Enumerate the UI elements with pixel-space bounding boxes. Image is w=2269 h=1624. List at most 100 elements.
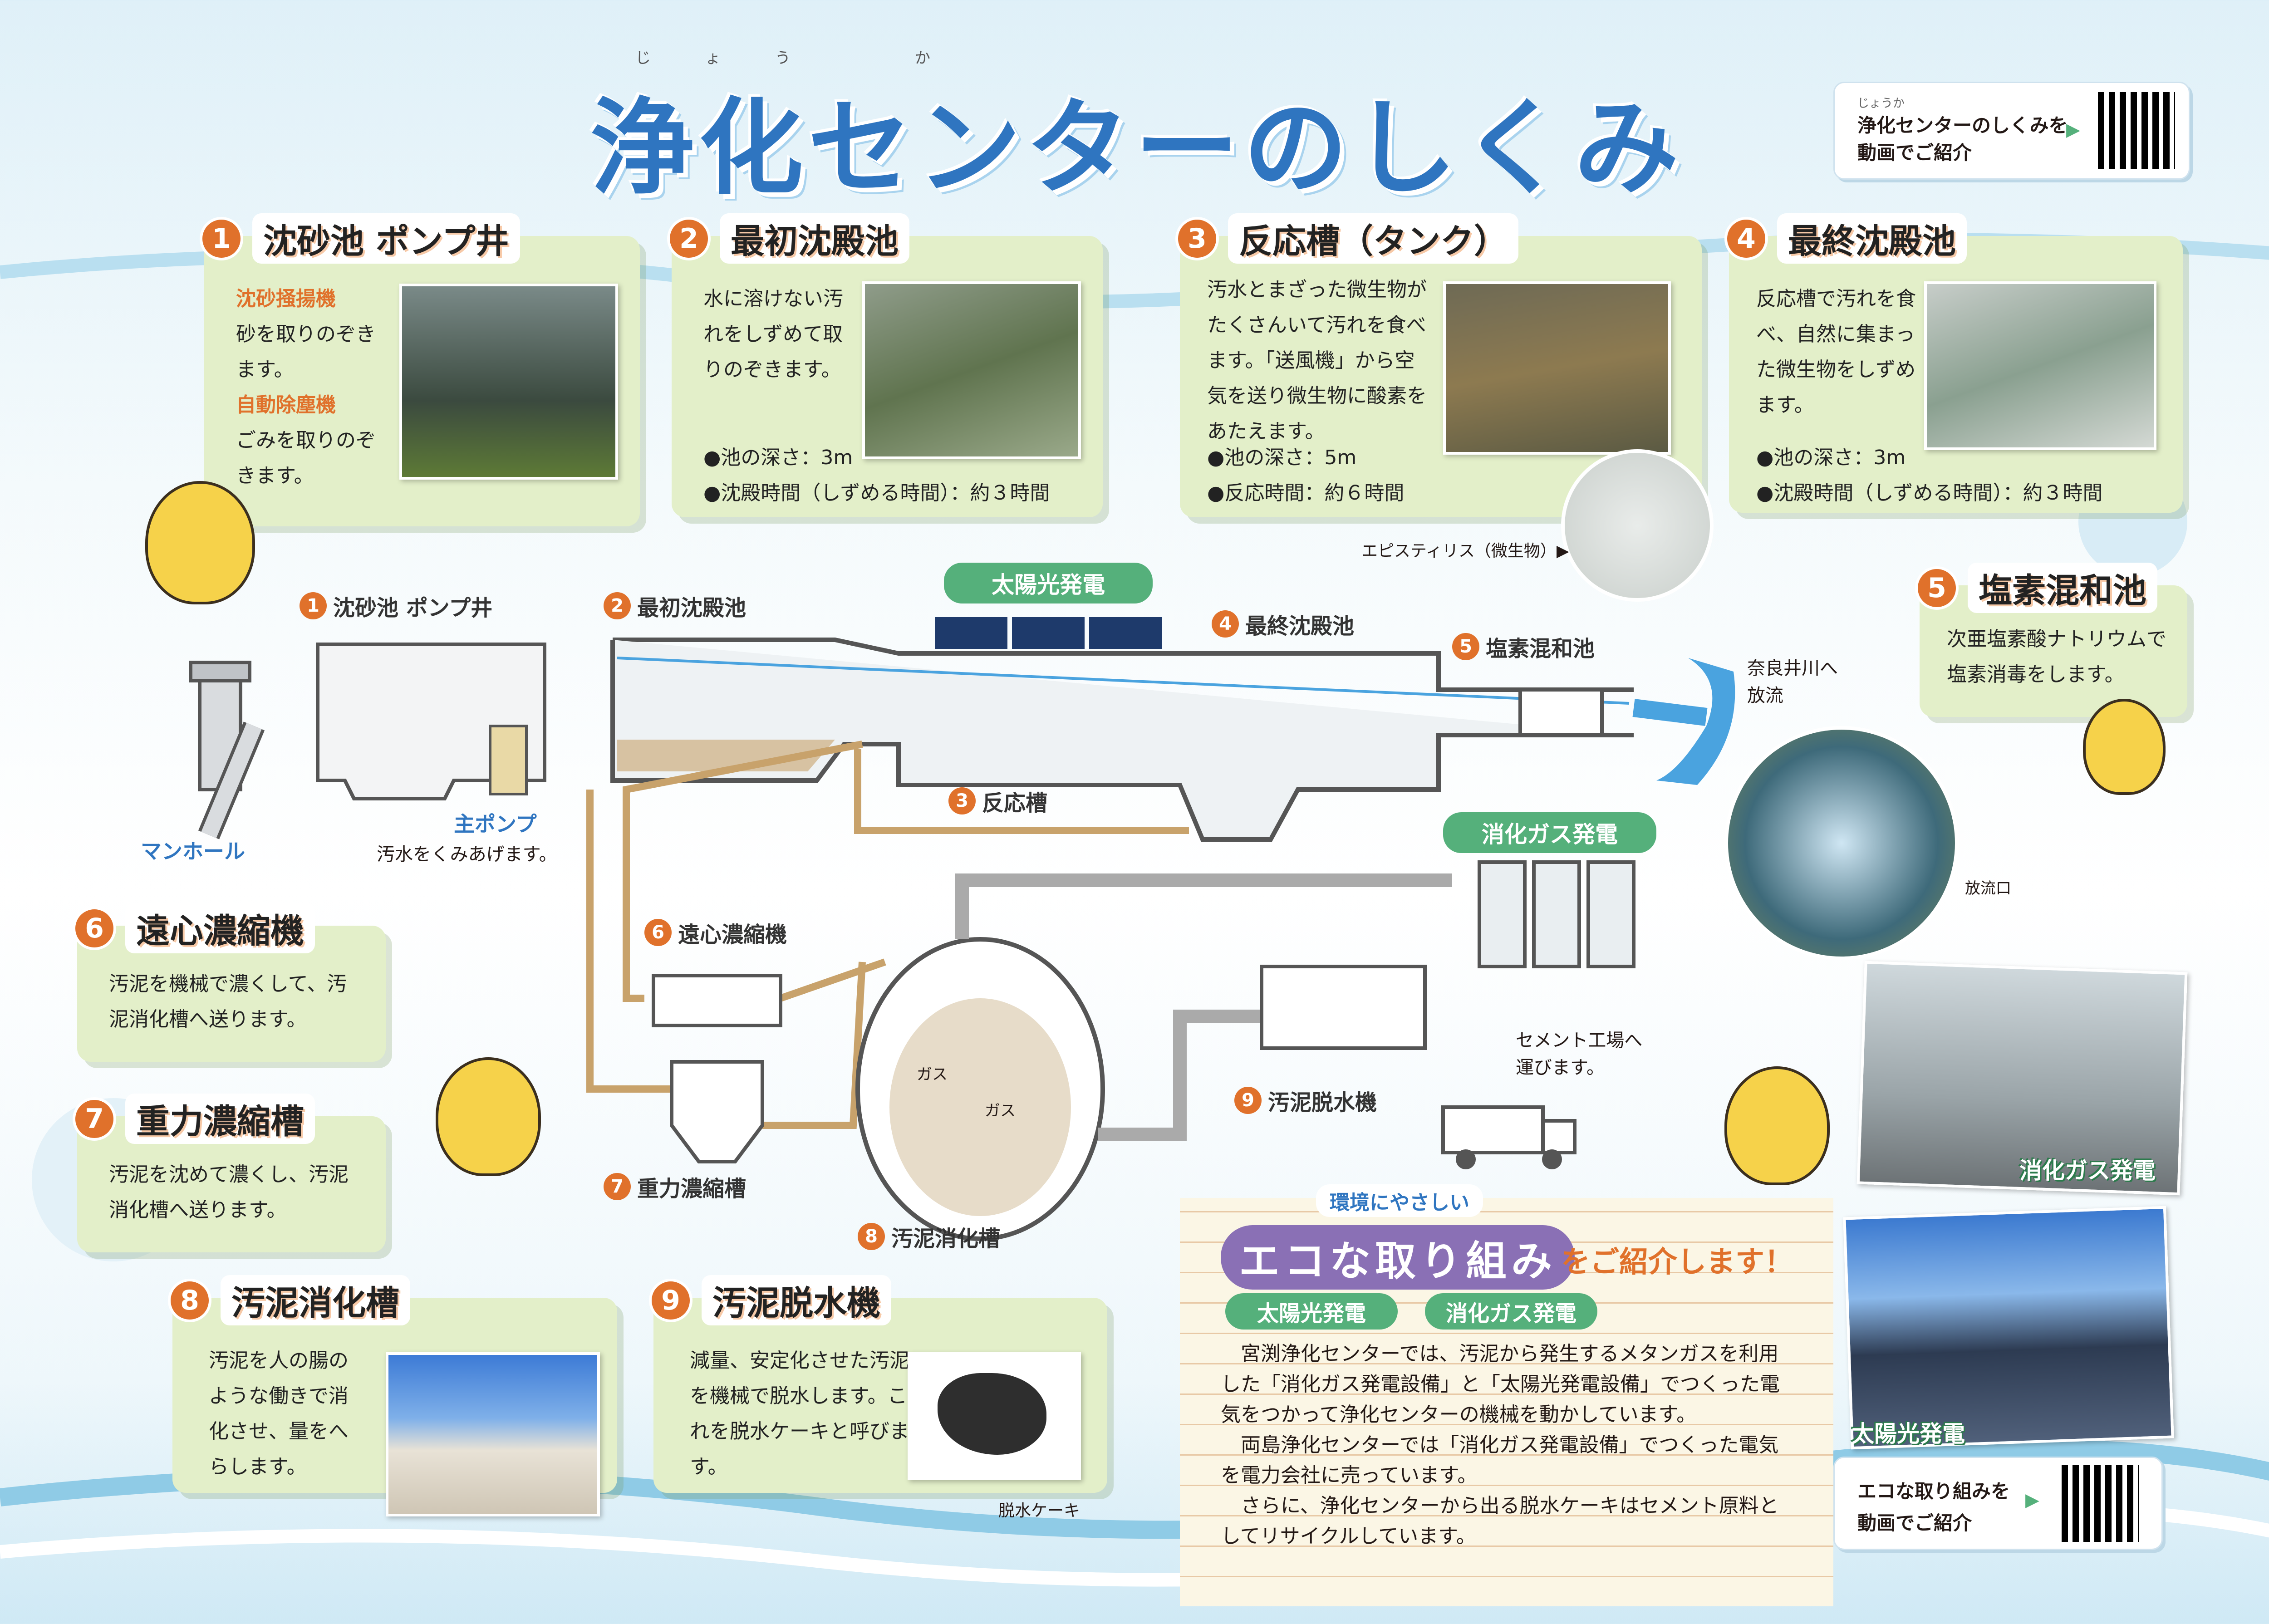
eco-heading: エコな取り組み xyxy=(1221,1225,1575,1290)
gas-power-pill: 消化ガス発電 xyxy=(1443,812,1656,853)
photo-gas-power-label: 消化ガス発電 xyxy=(2019,1158,2156,1184)
card-4-title: 最終沈殿池 xyxy=(1777,213,1967,264)
eco-ruby: 環境にやさしい xyxy=(1316,1184,1483,1217)
gas-bubble-1: ガス xyxy=(917,1065,948,1084)
microorganism-caption: エピスティリス（微生物）▶ xyxy=(1361,542,1569,560)
mascot-icon-3 xyxy=(1724,1066,1830,1185)
card-8-title: 汚泥消化槽 xyxy=(221,1275,410,1325)
photo-final-tank xyxy=(1924,281,2156,450)
gas-bubble-2: ガス xyxy=(985,1102,1016,1120)
card-4-number: 4 xyxy=(1724,216,1768,260)
card-4-text: 反応槽で汚れを食べ、自然に集まった微生物をしずめます。 xyxy=(1756,287,1916,417)
play-arrow-icon: ▶ xyxy=(2066,119,2080,140)
card-7-title: 重力濃縮槽 xyxy=(125,1094,315,1144)
card-3-number: 3 xyxy=(1175,216,1219,260)
card-1-h2: 自動除塵機 xyxy=(236,393,336,417)
card-3-bullets: ●池の深さ：5m ●反応時間：約６時間 xyxy=(1207,440,1404,511)
card-4-header: 4 最終沈殿池 xyxy=(1724,213,1967,264)
photo-river-outlet xyxy=(1724,726,1959,960)
mascot-icon-4 xyxy=(2083,699,2166,795)
photo-grit-machine xyxy=(399,284,618,480)
card-1-t1: 砂を取りのぞきます。 xyxy=(236,323,376,381)
page-title: 浄化センターのしくみ xyxy=(590,88,1684,209)
card-1-number: 1 xyxy=(200,216,243,260)
eco-paragraph-3: さらに、浄化センターから出る脱水ケーキはセメント原料としてリサイクルしています。 xyxy=(1221,1494,1779,1548)
card-8-header: 8 汚泥消化槽 xyxy=(168,1275,410,1325)
card-5-title: 塩素混和池 xyxy=(1968,563,2157,613)
card-2-title: 最初沈殿池 xyxy=(720,213,909,264)
eco-paragraph-2: 両島浄化センターでは「消化ガス発電設備」でつくった電気を電力会社に売っています。 xyxy=(1221,1433,1779,1487)
card-4-bullets: ●池の深さ：3m ●沈殿時間（しずめる時間）：約３時間 xyxy=(1756,440,2103,511)
photo-solar-power-label: 太陽光発電 xyxy=(1852,1421,1965,1447)
card-5-number: 5 xyxy=(1915,566,1959,610)
card-6-number: 6 xyxy=(73,906,116,950)
card-9-title: 汚泥脱水機 xyxy=(702,1275,891,1325)
photo-digester xyxy=(386,1352,600,1516)
manhole-label: マンホール xyxy=(141,839,245,864)
card-2-bullets: ●池の深さ：3m ●沈殿時間（しずめる時間）：約３時間 xyxy=(703,440,1050,511)
eco-text: 宮渕浄化センターでは、汚泥から発生するメタンガスを利用した「消化ガス発電設備」と… xyxy=(1221,1339,1793,1551)
cement-label-2: 運びます。 xyxy=(1516,1057,1605,1078)
card-8-text: 汚泥を人の腸のような働きで消化させ、量をへらします。 xyxy=(209,1349,349,1478)
photo-dewatered-cake xyxy=(908,1352,1081,1480)
card-3-title: 反応槽（タンク） xyxy=(1228,213,1518,264)
card-6-header: 6 遠心濃縮機 xyxy=(73,903,315,953)
eco-tag-solar: 太陽光発電 xyxy=(1225,1293,1398,1330)
photo-solar-power xyxy=(1843,1206,2174,1450)
card-9-header: 9 汚泥脱水機 xyxy=(649,1275,891,1325)
qr-code-icon-2[interactable] xyxy=(2062,1465,2139,1542)
eco-tag-gas: 消化ガス発電 xyxy=(1425,1293,1597,1330)
mascot-icon-2 xyxy=(436,1057,541,1176)
play-arrow-icon-2: ▶ xyxy=(2025,1490,2039,1511)
card-1-h1: 沈砂掻揚機 xyxy=(236,287,336,310)
main-pump-label: 主ポンプ xyxy=(454,812,537,836)
card-2-b2: ●沈殿時間（しずめる時間）：約３時間 xyxy=(703,481,1050,505)
card-3-b1: ●池の深さ：5m xyxy=(1207,446,1357,469)
card-8-number: 8 xyxy=(168,1278,211,1322)
title-ruby: じょう か xyxy=(635,49,985,67)
cement-label: セメント工場へ xyxy=(1516,1030,1643,1051)
card-5-text: 次亜塩素酸ナトリウムで塩素消毒をします。 xyxy=(1947,628,2166,686)
card-5-header: 5 塩素混和池 xyxy=(1915,563,2157,613)
river-label: 奈良井川へ xyxy=(1747,658,1838,679)
photo-reaction-tank xyxy=(1443,281,1671,455)
qr-code-icon[interactable] xyxy=(2098,92,2175,169)
card-2-text: 水に溶けない汚れをしずめて取りのぞきます。 xyxy=(703,287,843,381)
card-6-text: 汚泥を機械で濃くして、汚泥消化槽へ送ります。 xyxy=(109,972,347,1031)
card-3-header: 3 反応槽（タンク） xyxy=(1175,213,1518,264)
photo-primary-tank xyxy=(862,281,1081,459)
card-4-b2: ●沈殿時間（しずめる時間）：約３時間 xyxy=(1756,481,2103,505)
release-label: 放流 xyxy=(1747,685,1783,706)
qr-video-box-bottom[interactable]: エコな取り組みを 動画でご紹介 ▶ xyxy=(1833,1457,2163,1550)
mascot-icon xyxy=(145,481,255,604)
qr-top-line2: 動画でご紹介 xyxy=(1857,142,1972,164)
outlet-label: 放流口 xyxy=(1965,879,2011,898)
card-2-header: 2 最初沈殿池 xyxy=(667,213,909,264)
qr-bottom-line2: 動画でご紹介 xyxy=(1857,1512,1972,1534)
eco-paragraph-1: 宮渕浄化センターでは、汚泥から発生するメタンガスを利用した「消化ガス発電設備」と… xyxy=(1221,1342,1780,1426)
card-7-number: 7 xyxy=(73,1097,116,1141)
card-1-header: 1 沈砂池 ポンプ井 xyxy=(200,213,520,264)
cake-shape xyxy=(938,1373,1046,1455)
card-9-number: 9 xyxy=(649,1278,692,1322)
photo-microorganism xyxy=(1561,449,1714,602)
eco-heading-2: をご紹介します！ xyxy=(1561,1246,1793,1279)
card-9-text: 減量、安定化させた汚泥を機械で脱水します。これを脱水ケーキと呼びます。 xyxy=(690,1349,909,1478)
qr-video-box-top[interactable]: じょうか 浄化センターのしくみを 動画でご紹介 ▶ xyxy=(1833,82,2190,180)
card-3-b2: ●反応時間：約６時間 xyxy=(1207,481,1405,505)
card-4-b1: ●池の深さ：3m xyxy=(1756,446,1906,469)
qr-top-line1: 浄化センターのしくみを xyxy=(1857,114,2068,137)
cake-caption: 脱水ケーキ xyxy=(998,1501,1080,1520)
card-2-number: 2 xyxy=(667,216,711,260)
card-1-body: 沈砂掻揚機 砂を取りのぞきます。 自動除塵機 ごみを取りのぞきます。 xyxy=(236,281,390,494)
qr-bottom-line1: エコな取り組みを xyxy=(1857,1480,2010,1502)
card-1-t2: ごみを取りのぞきます。 xyxy=(236,429,376,487)
